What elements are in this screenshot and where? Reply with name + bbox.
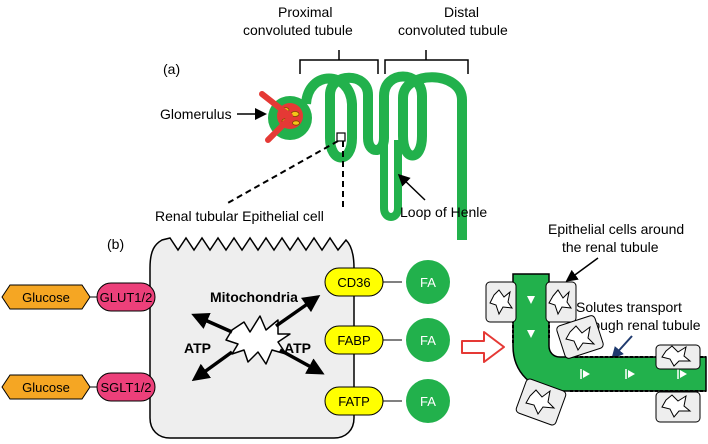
fa-label-1: FA bbox=[420, 275, 436, 290]
loop-of-henle bbox=[380, 140, 402, 221]
transition-arrow bbox=[461, 331, 505, 363]
glucose-label-1: Glucose bbox=[22, 290, 70, 305]
solutes-label-line1: Solutes transport bbox=[576, 299, 682, 315]
proximal-label-line1: Proximal bbox=[278, 4, 332, 20]
renal-tubule bbox=[301, 71, 467, 240]
distal-label-line1: Distal bbox=[444, 4, 479, 20]
fatp-row: FATP FA bbox=[324, 379, 450, 423]
solutes-arrow bbox=[611, 335, 633, 359]
epithelial-arrow bbox=[565, 257, 599, 282]
glut-transporter bbox=[96, 282, 156, 312]
distal-bracket bbox=[384, 50, 469, 74]
zoom-line-left bbox=[225, 140, 339, 205]
cell-bottom-left bbox=[515, 378, 567, 426]
proximal-bracket bbox=[299, 50, 379, 74]
loop-of-henle-arrow bbox=[397, 173, 426, 201]
renal-cell-label: Renal tubular Epithelial cell bbox=[155, 208, 324, 224]
glucose-glut-row: Glucose GLUT1/2 bbox=[1, 282, 156, 312]
atp-arrows bbox=[191, 294, 325, 382]
epithelial-label-line1: Epithelial cells around bbox=[548, 221, 684, 237]
cell-right-bottom bbox=[655, 391, 701, 423]
solutes-label-line2: through renal tubule bbox=[576, 317, 701, 333]
fa-label-2: FA bbox=[420, 333, 436, 348]
loop-of-henle-label: Loop of Henle bbox=[400, 204, 487, 220]
panel-a-label: (a) bbox=[163, 61, 180, 77]
cell-top-right bbox=[545, 281, 577, 323]
cell-right-top bbox=[655, 344, 701, 370]
fa-circle-1 bbox=[406, 260, 450, 304]
sglt-label: SGLT1/2 bbox=[100, 380, 151, 395]
proximal-label-line2: convoluted tubule bbox=[243, 22, 353, 38]
fatp-label: FATP bbox=[338, 394, 370, 409]
glut-label: GLUT1/2 bbox=[100, 290, 153, 305]
distal-label-line2: convoluted tubule bbox=[398, 22, 508, 38]
fa-circle-2 bbox=[406, 318, 450, 362]
sglt-transporter bbox=[96, 372, 156, 402]
fabp-label: FABP bbox=[337, 333, 370, 348]
tube-zigzag-horizontal bbox=[570, 356, 706, 392]
flow-markers bbox=[527, 296, 687, 378]
cell-top-left bbox=[485, 281, 517, 323]
cd36-row: CD36 FA bbox=[324, 260, 450, 304]
fabp-row: FABP FA bbox=[324, 318, 450, 362]
fa-circle-3 bbox=[406, 379, 450, 423]
epithelial-label-line2: the renal tubule bbox=[562, 239, 659, 255]
cd36-label: CD36 bbox=[337, 275, 370, 290]
mitochondria-label: Mitochondria bbox=[210, 289, 298, 305]
fa-label-3: FA bbox=[420, 394, 436, 409]
panel-b-label: (b) bbox=[107, 236, 124, 252]
glomerulus bbox=[259, 91, 312, 143]
cell-zoom-box bbox=[336, 132, 346, 142]
surrounding-cells bbox=[485, 281, 701, 426]
flow-marker-ticks bbox=[580, 369, 679, 379]
cell-mid bbox=[556, 315, 604, 359]
atp-left-label: ATP bbox=[184, 340, 211, 356]
glomerulus-label: Glomerulus bbox=[160, 106, 232, 122]
glucose-label-2: Glucose bbox=[22, 380, 70, 395]
glucose-sglt-row: Glucose SGLT1/2 bbox=[1, 372, 156, 402]
atp-right-label: ATP bbox=[284, 340, 311, 356]
